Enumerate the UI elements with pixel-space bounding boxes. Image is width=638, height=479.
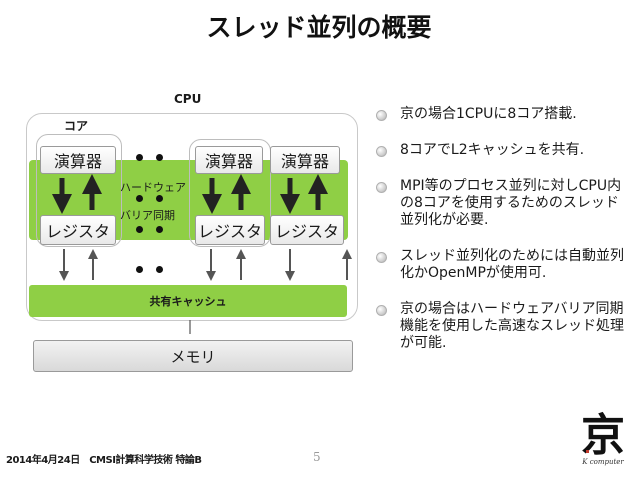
svg-text:京: 京	[581, 410, 625, 461]
footer-date-course: 2014年4月24日 CMSI計算科学技術 特論B	[6, 455, 202, 466]
page-number: 5	[313, 450, 321, 464]
hardware-barrier-label-2: バリア同期	[120, 209, 175, 222]
ellipsis-dot	[156, 154, 163, 161]
core-label: コア	[64, 119, 89, 133]
core-outline-2	[189, 139, 271, 247]
bullet-item: 8コアでL2キャッシュを共有.	[376, 142, 626, 159]
bullet-list: 京の場合1CPUに8コア搭載. 8コアでL2キャッシュを共有. MPI等のプロセ…	[376, 106, 626, 371]
alu-box-3: 演算器	[270, 146, 340, 174]
svg-text:K computer: K computer	[581, 458, 624, 466]
ellipsis-dot	[136, 266, 143, 273]
bullet-icon	[376, 182, 387, 193]
memory-box: メモリ	[33, 340, 353, 372]
ellipsis-dot	[156, 266, 163, 273]
bullet-icon	[376, 305, 387, 316]
bullet-item: MPI等のプロセス並列に対しCPU内の8コアを使用するためのスレッド並列化が必要…	[376, 178, 626, 229]
bullet-item: 京の場合はハードウェアバリア同期機能を使用した高速なスレッド処理が可能.	[376, 301, 626, 352]
register-box-3: レジスタ	[270, 215, 344, 245]
bullet-icon	[376, 252, 387, 263]
ellipsis-dot	[136, 154, 143, 161]
bullet-item: 京の場合1CPUに8コア搭載.	[376, 106, 626, 123]
shared-cache-box: 共有キャッシュ	[29, 285, 347, 317]
alu-box-2: 演算器	[195, 146, 263, 174]
ellipsis-dot	[136, 195, 143, 202]
hardware-barrier-label-1: ハードウェア	[120, 181, 186, 194]
register-box-2: レジスタ	[195, 215, 265, 245]
core-outline-1	[36, 134, 122, 247]
register-box-1: レジスタ	[40, 215, 116, 245]
ellipsis-dot	[156, 226, 163, 233]
cpu-label: CPU	[174, 92, 202, 106]
bullet-icon	[376, 110, 387, 121]
alu-box-1: 演算器	[40, 146, 116, 174]
ellipsis-dot	[136, 226, 143, 233]
bullet-item: スレッド並列化のためには自動並列化かOpenMPが使用可.	[376, 248, 626, 282]
ellipsis-dot	[156, 195, 163, 202]
k-computer-logo: 京 K computer	[581, 410, 625, 466]
bullet-icon	[376, 146, 387, 157]
slide-title: スレッド並列の概要	[206, 13, 432, 42]
